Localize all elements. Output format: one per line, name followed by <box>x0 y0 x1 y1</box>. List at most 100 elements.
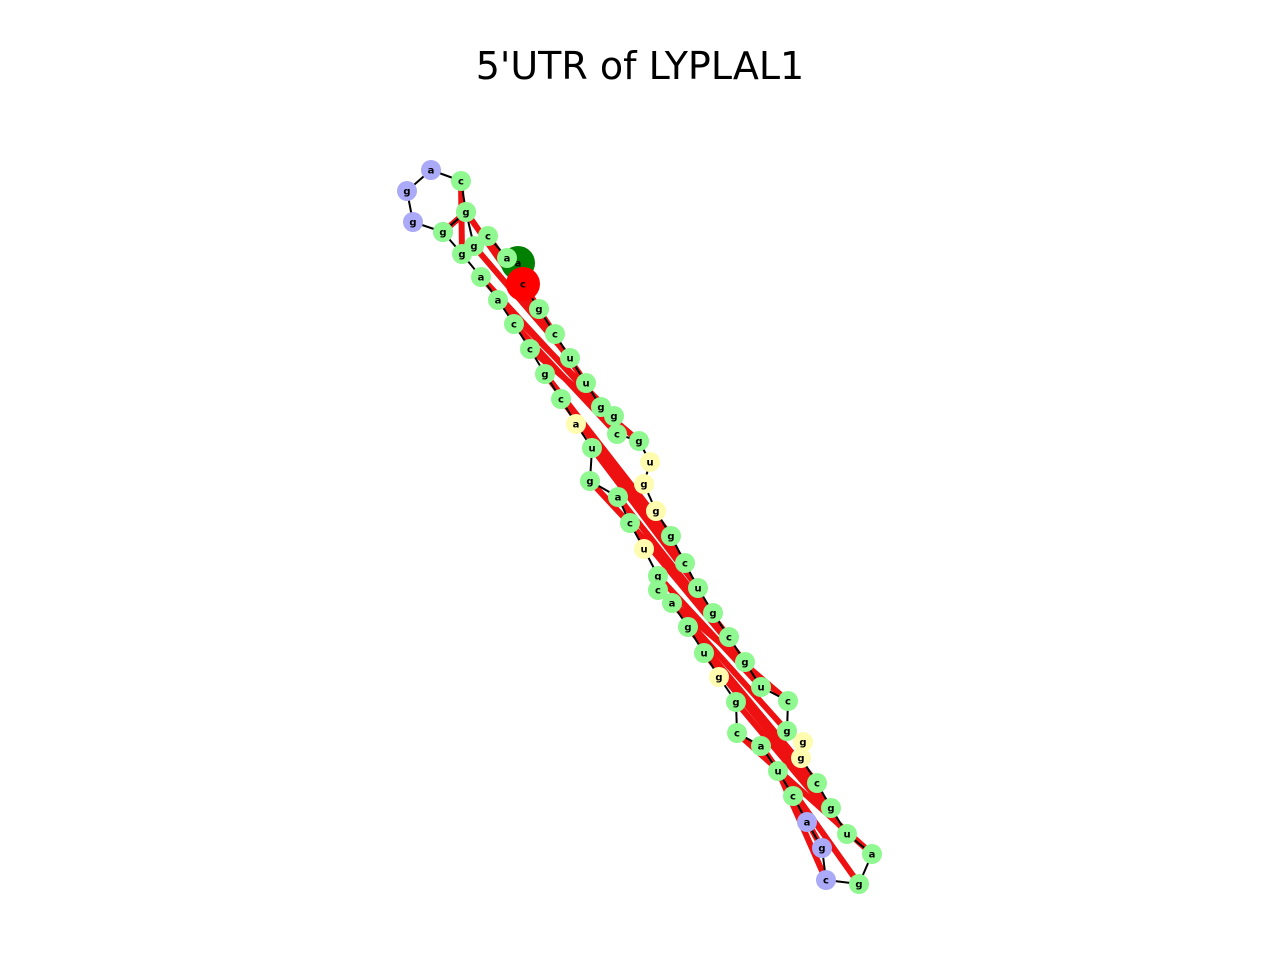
nucleotide-circle <box>634 474 654 494</box>
nucleotide-label: a <box>428 166 435 177</box>
nucleotide-label: a <box>869 850 876 861</box>
nucleotide-interior_loop: a <box>566 414 586 434</box>
nucleotide-label: g <box>597 403 604 414</box>
nucleotide-stem: c <box>675 553 695 573</box>
nucleotide-label: a <box>615 493 622 504</box>
nucleotide-interior_loop: u <box>634 539 654 559</box>
nucleotide-label: c <box>458 177 464 188</box>
nucleotide-circle <box>778 691 798 711</box>
nucleotide-stem: a <box>751 736 771 756</box>
nucleotide-circle <box>797 812 817 832</box>
nucleotide-label: u <box>757 683 764 694</box>
nucleotide-stem: g <box>452 244 472 264</box>
nucleotide-stem: g <box>580 471 600 491</box>
nucleotide-circle <box>471 267 491 287</box>
nucleotide-circle <box>551 389 571 409</box>
nucleotide-circle <box>793 732 813 752</box>
nucleotide-circle <box>862 844 882 864</box>
nucleotide-circle <box>821 798 841 818</box>
nucleotide-stem: c <box>478 226 498 246</box>
nucleotide-interior_loop: g <box>791 748 811 768</box>
nucleotide-circle <box>703 603 723 623</box>
nucleotide-interior_loop: g <box>646 501 666 521</box>
nucleotide-label: g <box>667 532 674 543</box>
nucleotide-label: g <box>541 370 548 381</box>
nucleotide-circle <box>560 348 580 368</box>
nucleotide-interior_loop: u <box>640 452 660 472</box>
nucleotide-circle <box>791 748 811 768</box>
nucleotide-circle <box>735 652 755 672</box>
nucleotide-stem: u <box>837 824 857 844</box>
nucleotide-label: g <box>635 437 642 448</box>
nucleotide-circle <box>452 244 472 264</box>
nucleotide-hairpin_loop: c <box>816 870 836 890</box>
nucleotide-stem: c <box>620 513 640 533</box>
nucleotide-stem: g <box>591 397 611 417</box>
nucleotide-circle <box>661 526 681 546</box>
nucleotide-stem: u <box>582 438 602 458</box>
nucleotide-circle <box>678 617 698 637</box>
nucleotide-label: a <box>495 296 502 307</box>
nucleotide-circle <box>634 539 654 559</box>
nucleotide-stem: g <box>726 692 746 712</box>
nucleotide-label: g <box>732 698 739 709</box>
nucleotide-stem: c <box>727 723 747 743</box>
nucleotide-stem: g <box>629 431 649 451</box>
nucleotide-circle <box>545 324 565 344</box>
nucleotide-label: g <box>797 754 804 765</box>
nucleotide-stem: g <box>821 798 841 818</box>
nucleotide-circle <box>591 397 611 417</box>
nucleotide-circle <box>506 267 540 301</box>
nucleotide-label: c <box>520 280 526 291</box>
nucleotide-interior_loop: g <box>793 732 813 752</box>
nucleotide-stem: u <box>768 761 788 781</box>
nucleotide-label: g <box>783 727 790 738</box>
nucleotide-interior_loop: g <box>709 667 729 687</box>
nucleotide-label: g <box>818 844 825 855</box>
nucleotide-label: g <box>640 480 647 491</box>
nucleotide-stem: c <box>783 786 803 806</box>
nucleotide-stem: c <box>504 314 524 334</box>
nucleotide-circle <box>719 627 739 647</box>
nucleotide-circle <box>640 452 660 472</box>
nucleotide-stem: c <box>778 691 798 711</box>
nucleotide-label: c <box>558 395 564 406</box>
nucleotide-circle <box>646 501 666 521</box>
nucleotide-label: g <box>855 880 862 891</box>
nucleotide-stem: c <box>719 627 739 647</box>
nucleotide-hairpin_loop: g <box>397 181 417 201</box>
nucleotide-label: c <box>552 330 558 341</box>
nucleotide-label: u <box>640 545 647 556</box>
nucleotide-circle <box>726 692 746 712</box>
nucleotide-circle <box>497 248 517 268</box>
nucleotide-label: a <box>504 254 511 265</box>
nucleotide-stem: g <box>678 617 698 637</box>
nucleotide-label: g <box>654 572 661 583</box>
nucleotide-circle <box>777 721 797 741</box>
nucleotide-label: c <box>734 729 740 740</box>
nucleotide-circle <box>837 824 857 844</box>
nucleotide-stem: u <box>751 677 771 697</box>
chart-title: 5'UTR of LYPLAL1 <box>475 44 805 88</box>
nucleotide-layer: aacgcgggacgggaaccgcaugacugcaguggcaucagcg… <box>397 160 882 894</box>
nucleotide-label: g <box>586 477 593 488</box>
nucleotide-stem: a <box>662 593 682 613</box>
nucleotide-end: c <box>506 267 540 301</box>
nucleotide-circle <box>421 160 441 180</box>
nucleotide-label: g <box>403 187 410 198</box>
nucleotide-stem: c <box>551 389 571 409</box>
nucleotide-stem: a <box>488 290 508 310</box>
nucleotide-circle <box>620 513 640 533</box>
nucleotide-circle <box>576 373 596 393</box>
nucleotide-label: a <box>573 420 580 431</box>
nucleotide-stem: u <box>576 373 596 393</box>
nucleotide-stem: g <box>849 874 869 894</box>
nucleotide-label: g <box>741 658 748 669</box>
nucleotide-label: c <box>627 519 633 530</box>
nucleotide-stem: a <box>471 267 491 287</box>
nucleotide-label: c <box>823 876 829 887</box>
nucleotide-circle <box>566 414 586 434</box>
nucleotide-label: g <box>709 609 716 620</box>
